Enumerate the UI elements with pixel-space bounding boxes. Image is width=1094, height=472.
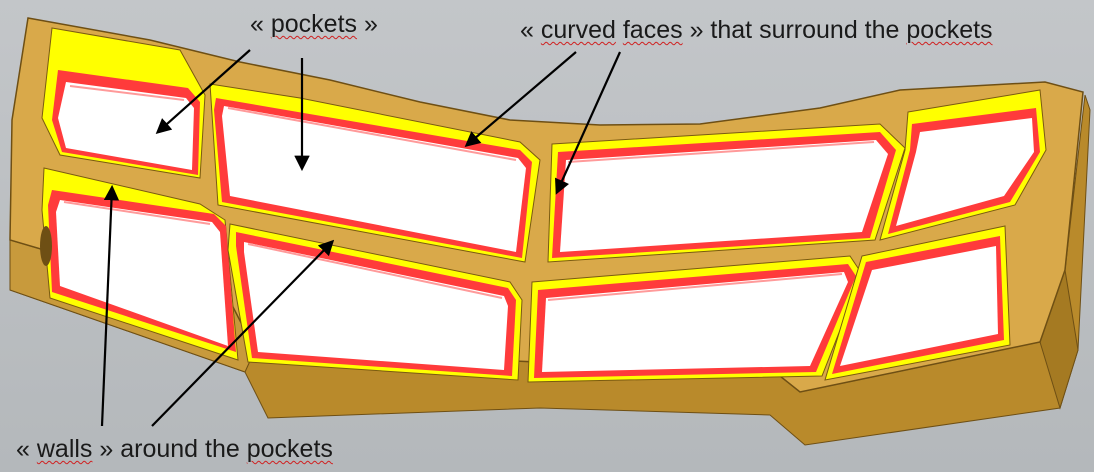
curved-label-word2: faces xyxy=(622,16,683,44)
pocket-bottom-left xyxy=(41,167,239,361)
pocket-bottom-middle-right xyxy=(527,255,863,383)
pockets-label-close: » xyxy=(357,10,378,38)
pocket-top-left xyxy=(41,27,206,179)
curved-label-rest: » that surround the xyxy=(682,16,907,44)
walls-label: « walls » around the pockets xyxy=(16,437,333,462)
pockets-label: « pockets » xyxy=(250,12,378,37)
curved-label-space xyxy=(616,16,623,44)
annotation-arrows xyxy=(100,49,622,427)
arrow-curved-1 xyxy=(464,51,577,147)
walls-label-open: « xyxy=(16,435,37,463)
pocket-top-middle xyxy=(209,83,541,263)
walls-label-rest: » around the xyxy=(92,435,247,463)
pocket-bottom-right xyxy=(824,225,1011,381)
side-hole xyxy=(40,226,52,266)
curved-label-word1: curved xyxy=(540,16,616,44)
wall-highlights xyxy=(63,85,875,301)
pocket-top-right xyxy=(879,89,1047,241)
arrow-walls-2 xyxy=(151,239,335,427)
pockets-label-word: pockets xyxy=(270,10,358,38)
pocket-top-right-middle xyxy=(547,123,906,263)
curved-label-word3: pockets xyxy=(906,16,993,44)
arrow-walls-1 xyxy=(100,184,120,427)
arrow-pockets-1 xyxy=(155,49,251,135)
walls-label-word: walls xyxy=(36,435,93,463)
pockets-label-open: « xyxy=(250,10,271,38)
walls-label-word2: pockets xyxy=(246,435,333,463)
curved-label-open: « xyxy=(520,16,541,44)
arrow-curved-2 xyxy=(555,51,622,195)
curved-faces-label: « curved faces » that surround the pocke… xyxy=(520,18,993,43)
